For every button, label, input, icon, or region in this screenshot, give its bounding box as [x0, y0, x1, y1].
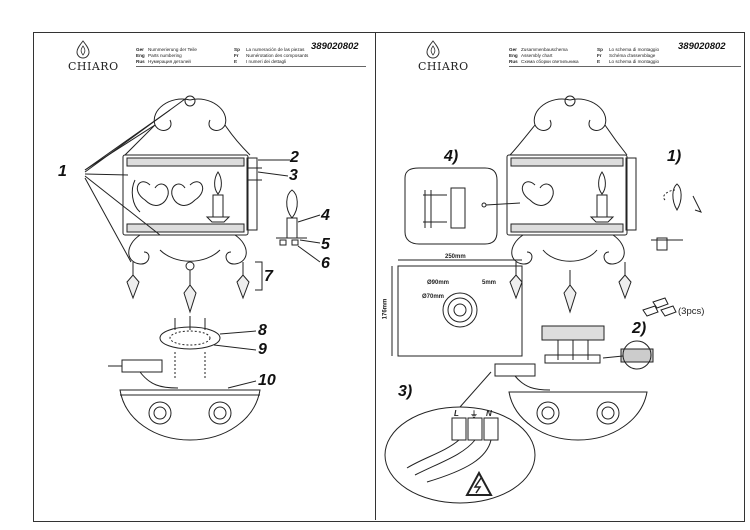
- plate-d1: Ø90mm: [427, 280, 450, 286]
- terminal-n: N: [486, 409, 492, 418]
- plate-gap: 5mm: [482, 280, 497, 286]
- part-number: 3: [289, 167, 298, 184]
- plate-width: 250mm: [445, 254, 466, 260]
- terminal-l: L: [454, 409, 459, 418]
- part-number: 5: [321, 236, 330, 253]
- brand-logo: CHIARO: [68, 40, 119, 73]
- part-number: 10: [258, 372, 276, 389]
- step-label: 4): [444, 148, 459, 165]
- center-divider: [375, 32, 376, 520]
- brand-name: CHIARO: [68, 60, 119, 73]
- plate-d2: Ø70mm: [422, 294, 445, 300]
- logo-drop-icon: [426, 40, 440, 59]
- fixture-drawing: [84, 95, 321, 441]
- logo-drop-icon: [76, 40, 90, 59]
- step-label: 1): [667, 148, 682, 165]
- brand-logo: CHIARO: [418, 40, 469, 73]
- header-rule: [136, 66, 366, 67]
- brand-name: CHIARO: [418, 60, 469, 73]
- part-number: 7: [264, 268, 273, 285]
- doc-code: 389020802: [311, 41, 359, 52]
- terminal-earth: ⏚: [470, 410, 478, 419]
- part-number: 1: [58, 163, 67, 180]
- assembly-drawing: [384, 95, 702, 504]
- screws-quantity: (3pcs): [678, 306, 705, 317]
- header-rule: [509, 66, 741, 67]
- part-number: 9: [258, 341, 267, 358]
- doc-code: 389020802: [678, 41, 726, 52]
- part-number: 8: [258, 322, 267, 339]
- part-number: 6: [321, 255, 330, 272]
- part-number: 2: [290, 149, 299, 166]
- part-number: 4: [321, 207, 330, 224]
- step-label: 3): [398, 383, 413, 400]
- plate-height: 176mm: [382, 298, 389, 320]
- step-label: 2): [632, 320, 647, 337]
